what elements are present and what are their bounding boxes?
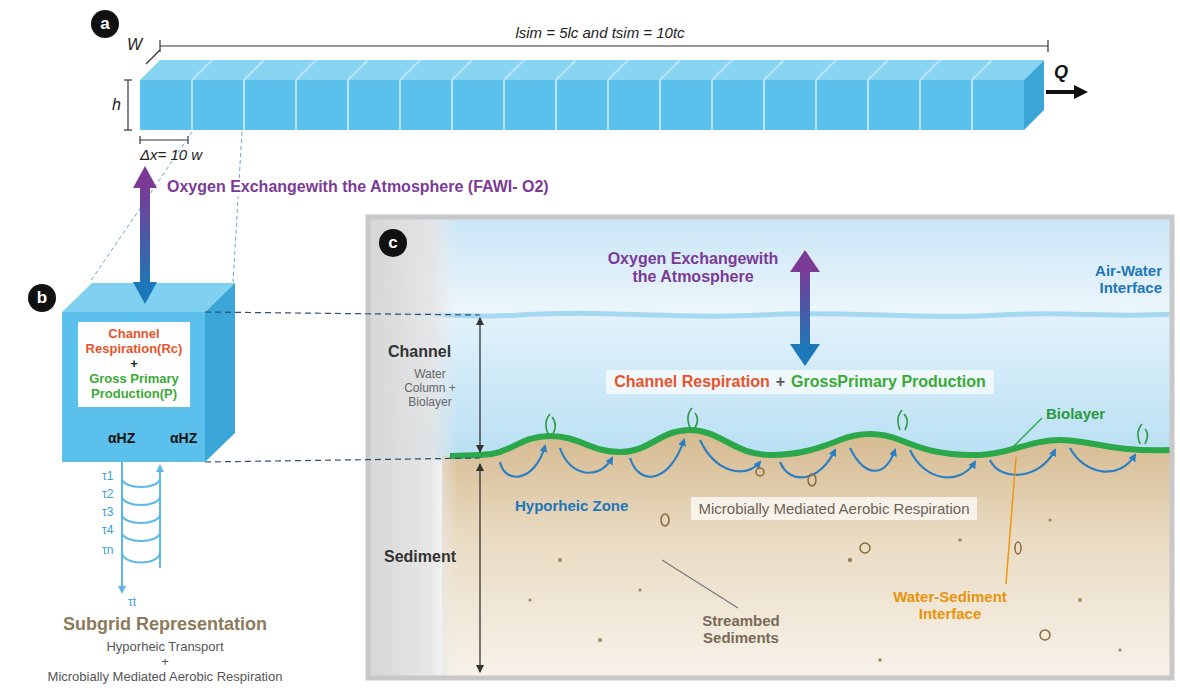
node-text: GrossPrimary Production xyxy=(791,373,986,390)
segment-divider xyxy=(192,60,212,80)
dimension-label: Δx= 10 w xyxy=(140,146,202,163)
exchange-label: αHZ xyxy=(108,430,135,446)
node-text: Microbially Mediated Aerobic Respiration xyxy=(699,500,970,517)
process-label: Oxygen Exchangewith the Atmosphere xyxy=(598,250,788,287)
segment-divider xyxy=(608,60,628,80)
exchange-label: αHZ xyxy=(170,430,197,446)
segment-divider xyxy=(712,60,732,80)
section-text: Microbially Mediated Aerobic Respiration xyxy=(48,670,283,685)
segment-divider xyxy=(867,80,869,130)
node-text: b xyxy=(37,288,47,308)
segment-divider xyxy=(711,80,713,130)
node-text: + xyxy=(776,373,785,390)
segment-divider xyxy=(503,80,505,130)
panel-letter: c xyxy=(379,229,407,257)
zone-note: Water Column + Biolayer xyxy=(398,368,462,409)
zone-label: Hyporheic Zone xyxy=(515,497,628,514)
segment-divider xyxy=(191,80,193,130)
segment-divider xyxy=(347,80,349,130)
segment-divider xyxy=(451,80,453,130)
timescale-label: τ2 xyxy=(102,488,113,502)
flux-label: Oxygen Exchangewith the Atmosphere (FAWI… xyxy=(165,178,551,196)
dimension-label: W xyxy=(127,36,142,54)
segment-divider xyxy=(816,60,836,80)
segment-divider xyxy=(660,60,680,80)
process-box: Channel Respiration(Rc)+Gross Primary Pr… xyxy=(78,322,190,407)
node-text: Channel Respiration(Rc) xyxy=(82,327,186,357)
segment-divider xyxy=(452,60,472,80)
node-text: + xyxy=(82,357,186,372)
segment-divider xyxy=(919,80,921,130)
zone-label: Sediment xyxy=(384,548,456,566)
segment-divider xyxy=(972,60,992,80)
material-label: Streambed Sediments xyxy=(686,612,796,647)
node-text: Channel Respiration xyxy=(614,373,770,390)
segment-divider xyxy=(920,60,940,80)
section-text: Hyporheic Transport xyxy=(106,640,223,655)
dimension-label: h xyxy=(112,96,121,114)
flow-label: Q xyxy=(1054,62,1068,83)
dimension-label: lsim = 5lc and tsim = 10tc xyxy=(515,24,684,41)
segment-divider xyxy=(348,60,368,80)
process-box: Microbially Mediated Aerobic Respiration xyxy=(691,497,978,520)
process-box: Channel Respiration + GrossPrimary Product… xyxy=(606,370,994,394)
zone-label: Channel xyxy=(388,343,451,361)
segment-divider xyxy=(243,80,245,130)
timescale-label: τ4 xyxy=(102,524,113,538)
segment-divider xyxy=(399,80,401,130)
segment-divider xyxy=(763,80,765,130)
layer-label: Biolayer xyxy=(1046,405,1105,422)
segment-divider xyxy=(295,80,297,130)
segment-divider xyxy=(244,60,264,80)
segment-divider xyxy=(971,80,973,130)
timescale-label: τt xyxy=(128,596,136,610)
segment-divider xyxy=(504,60,524,80)
timescale-label: τn xyxy=(102,544,113,558)
segment-divider xyxy=(659,80,661,130)
panel-letter: a xyxy=(91,10,119,38)
node-text: a xyxy=(100,14,109,34)
timescale-label: τ3 xyxy=(102,506,113,520)
node-text: c xyxy=(388,233,397,253)
segment-divider xyxy=(555,80,557,130)
node-text: Gross Primary Production(P) xyxy=(82,372,186,402)
segment-divider xyxy=(296,60,316,80)
segment-divider xyxy=(764,60,784,80)
segment-divider xyxy=(607,80,609,130)
section-text: + xyxy=(161,655,169,670)
interface-label: Water-Sediment Interface xyxy=(876,588,1024,623)
interface-label: Air-Water Interface xyxy=(1040,262,1162,297)
segment-divider xyxy=(815,80,817,130)
segment-divider xyxy=(868,60,888,80)
panel-letter: b xyxy=(28,284,56,312)
segment-divider xyxy=(556,60,576,80)
section-title: Subgrid Representation xyxy=(63,614,267,635)
segment-divider xyxy=(400,60,420,80)
timescale-label: τ1 xyxy=(102,470,113,484)
